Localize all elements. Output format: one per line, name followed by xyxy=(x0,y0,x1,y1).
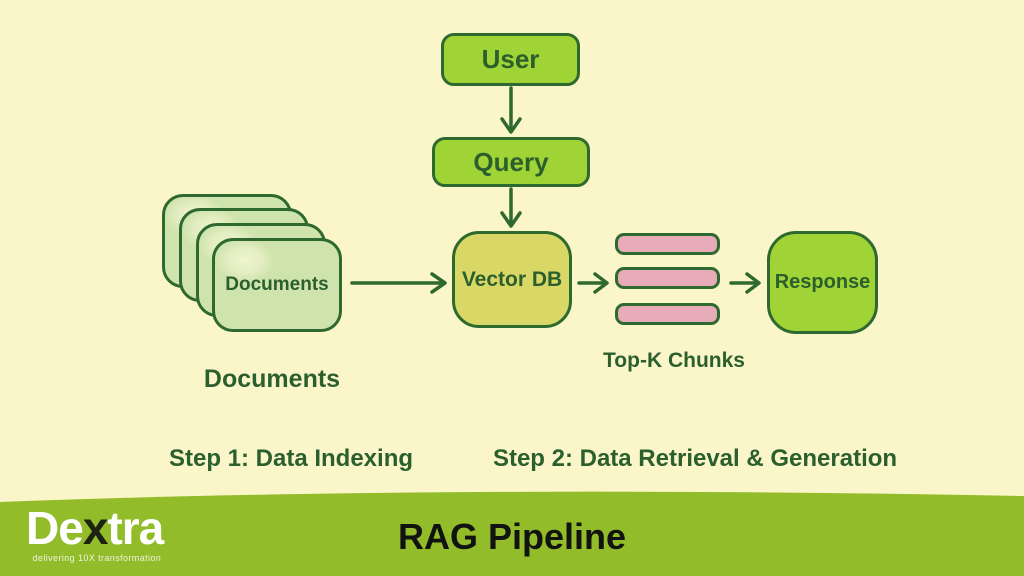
node-vector-db: Vector DB xyxy=(452,231,572,328)
node-user: User xyxy=(441,33,580,86)
chunk-bar xyxy=(615,267,720,289)
logo-text-de: De xyxy=(26,502,84,554)
logo-text-x: x xyxy=(82,502,109,554)
logo-tagline: delivering 10X transformation xyxy=(32,553,162,563)
document-card-front: Documents xyxy=(212,238,342,332)
node-query: Query xyxy=(432,137,590,187)
step2-label: Step 2: Data Retrieval & Generation xyxy=(492,445,898,472)
dextra-logo: Dextra delivering 10X transformation xyxy=(26,502,164,563)
chunk-bar xyxy=(615,303,720,325)
documents-stack-label: Documents xyxy=(203,365,341,393)
logo-text-tra: tra xyxy=(107,502,164,554)
diagram-title: RAG Pipeline xyxy=(397,516,627,557)
node-response: Response xyxy=(767,231,878,334)
top-k-chunks-label: Top-K Chunks xyxy=(603,349,745,372)
chunk-bar xyxy=(615,233,720,255)
step1-label: Step 1: Data Indexing xyxy=(168,445,414,472)
